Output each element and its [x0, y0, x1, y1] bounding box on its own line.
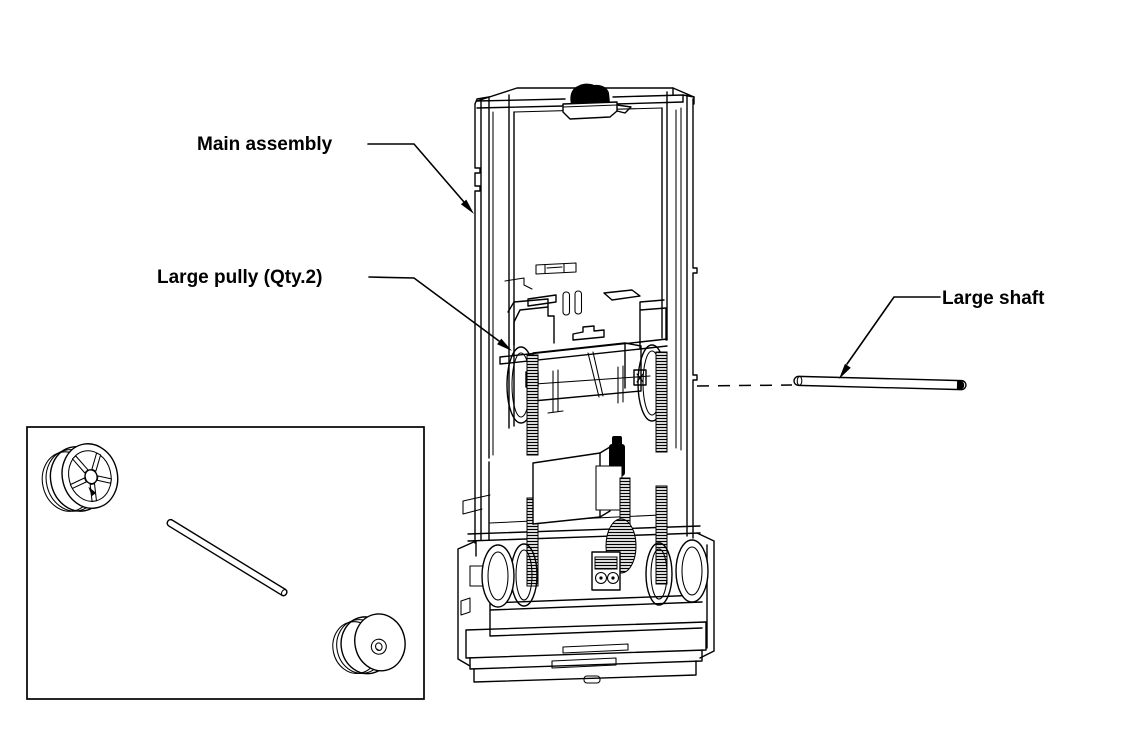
inset-pulley-disc	[332, 613, 406, 675]
motor-gear-cluster	[532, 436, 637, 574]
large-shaft-label: Large shaft	[942, 288, 1045, 309]
main-assembly	[457, 83, 715, 684]
assembly-centerline	[696, 384, 793, 387]
large-shaft	[793, 375, 967, 391]
main-assembly-label: Main assembly	[197, 134, 333, 155]
large-pulley-left	[506, 346, 539, 607]
connector-block	[591, 551, 621, 591]
leader-large-pulley	[368, 276, 512, 351]
leader-large-shaft	[839, 296, 941, 379]
side-rollers	[469, 539, 709, 608]
inset-shaft	[166, 518, 288, 597]
inset-pulley-spoked	[41, 443, 119, 512]
parts-inset	[26, 426, 425, 700]
large-pulley-right	[637, 344, 673, 606]
base-tray	[457, 532, 715, 684]
interior-details	[462, 262, 703, 637]
leader-main-assembly	[367, 143, 474, 214]
thumb-screw	[562, 83, 632, 120]
large-pulley-label: Large pully (Qty.2)	[157, 267, 322, 288]
